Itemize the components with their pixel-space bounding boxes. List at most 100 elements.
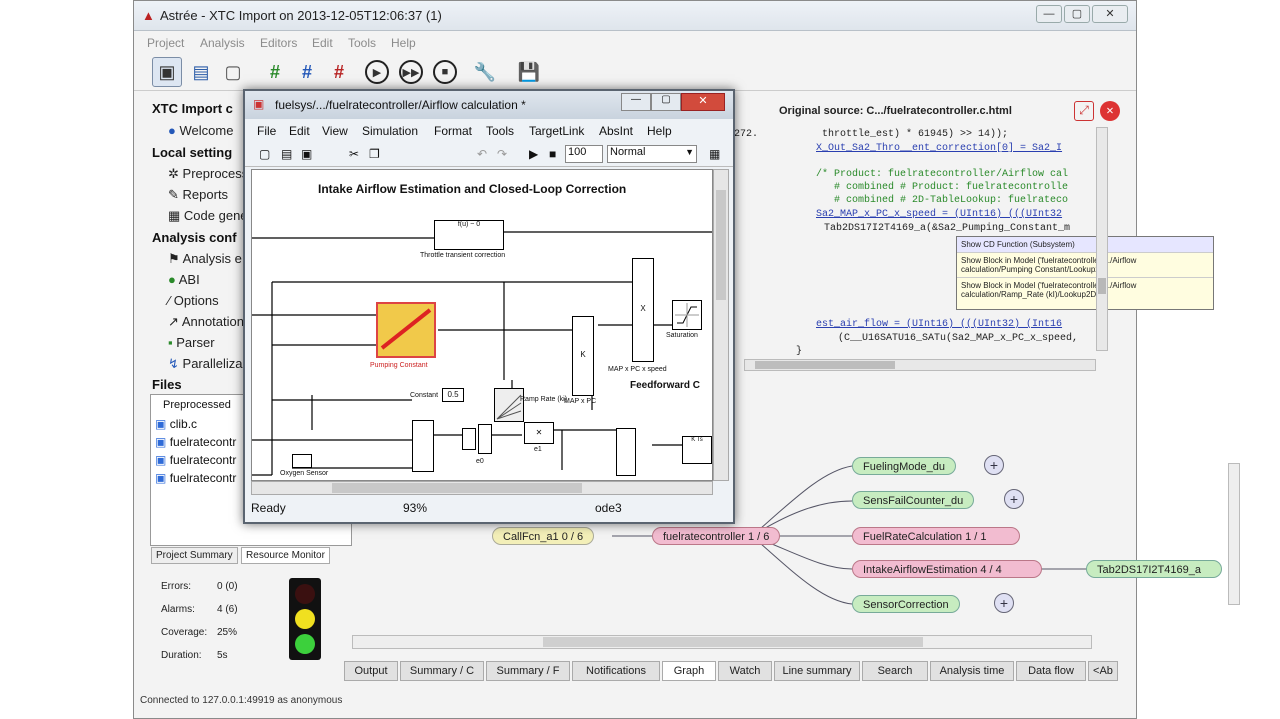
- pumping-constant-block[interactable]: [376, 302, 436, 358]
- file-item[interactable]: ▣ fuelratecontr: [155, 453, 236, 467]
- open-icon[interactable]: ▤: [281, 147, 293, 161]
- graph-node-callfcn[interactable]: CallFcn_a1 0 / 6: [492, 527, 595, 545]
- tab-analysis-time[interactable]: Analysis time: [930, 661, 1014, 681]
- sim-mode-select[interactable]: Normal▼: [607, 145, 697, 163]
- sim-close-button[interactable]: ✕: [681, 93, 725, 111]
- ramp-rate-block[interactable]: [494, 388, 524, 422]
- code-gen-item[interactable]: ▦ Code gene: [168, 208, 248, 224]
- file-item[interactable]: ▣ fuelratecontr: [155, 471, 236, 485]
- section-files[interactable]: Files: [152, 377, 182, 392]
- integrator-block[interactable]: [478, 424, 492, 454]
- section-analysis-config[interactable]: Analysis conf: [152, 230, 237, 245]
- graph-vscrollbar[interactable]: [1228, 463, 1240, 605]
- tab-graph[interactable]: Graph: [662, 661, 716, 681]
- sim-menu-targetlink[interactable]: TargetLink: [529, 124, 585, 138]
- annotations-item[interactable]: ↗ Annotation: [168, 314, 244, 330]
- gain-k-block[interactable]: K: [572, 316, 594, 396]
- multiply-block[interactable]: ✕: [524, 422, 554, 444]
- menu-editors[interactable]: Editors: [260, 36, 298, 50]
- section-xtc-import[interactable]: XTC Import c: [152, 101, 233, 116]
- tab-summary-c[interactable]: Summary / C: [400, 661, 484, 681]
- wrench-icon[interactable]: 🔧: [473, 61, 497, 82]
- tab-output[interactable]: Output: [344, 661, 398, 681]
- tab-watch[interactable]: Watch: [718, 661, 772, 681]
- sim-minimize-button[interactable]: —: [621, 93, 651, 111]
- graph-node-fuelratecontroller[interactable]: fuelratecontroller 1 / 6: [652, 527, 781, 545]
- popup-show-block-pumping[interactable]: Show Block in Model ('fuelratecontroller…: [957, 253, 1213, 278]
- popup-show-cd-function[interactable]: Show CD Function (Subsystem): [957, 237, 1213, 253]
- hash-red-icon[interactable]: #: [333, 61, 344, 82]
- stop-icon[interactable]: ■: [430, 57, 460, 87]
- sim-menu-tools[interactable]: Tools: [486, 124, 515, 138]
- sim-menu-absint[interactable]: AbsInt: [599, 124, 634, 138]
- popup-show-block-ramp[interactable]: Show Block in Model ('fuelratecontroller…: [961, 281, 1137, 299]
- library-icon[interactable]: ▦: [709, 147, 721, 161]
- parser-item[interactable]: ▪ Parser: [168, 335, 215, 350]
- sim-menu-format[interactable]: Format: [434, 124, 473, 138]
- fast-forward-icon[interactable]: ▶▶: [396, 57, 426, 87]
- graph-node-intake-airflow[interactable]: IntakeAirflowEstimation 4 / 4: [852, 560, 1042, 578]
- close-button[interactable]: ✕: [1092, 5, 1128, 23]
- run-icon[interactable]: ▶: [529, 147, 539, 161]
- redo-icon[interactable]: ↷: [497, 147, 508, 161]
- oxygen-sensor-block[interactable]: [292, 454, 312, 468]
- expand-node-icon[interactable]: +: [1004, 489, 1024, 509]
- options-item[interactable]: ⁄ Options: [168, 293, 219, 308]
- sim-menu-help[interactable]: Help: [647, 124, 672, 138]
- menu-analysis[interactable]: Analysis: [200, 36, 245, 50]
- graph-hscrollbar[interactable]: [352, 635, 1092, 649]
- tab-more[interactable]: <Ab: [1088, 661, 1118, 681]
- sim-menu-view[interactable]: View: [322, 124, 348, 138]
- tab-resource-monitor[interactable]: Resource Monitor: [241, 547, 330, 564]
- stop-sim-icon[interactable]: ■: [549, 147, 557, 161]
- copy-icon[interactable]: ❐: [369, 147, 380, 161]
- sim-maximize-button[interactable]: ▢: [651, 93, 681, 111]
- sim-menu-file[interactable]: File: [257, 124, 277, 138]
- sim-menu-simulation[interactable]: Simulation: [362, 124, 419, 138]
- tab-search[interactable]: Search: [862, 661, 928, 681]
- parallelization-item[interactable]: ↯ Paralleliza: [168, 356, 243, 372]
- product-block[interactable]: X: [632, 258, 654, 362]
- menu-help[interactable]: Help: [391, 36, 416, 50]
- save-icon[interactable]: 💾: [517, 61, 541, 82]
- expand-icon[interactable]: ⤢: [1074, 101, 1094, 121]
- hash-blue-icon[interactable]: #: [301, 61, 312, 82]
- code-hscrollbar[interactable]: [744, 359, 1096, 371]
- abi-item[interactable]: ● ABI: [168, 272, 200, 287]
- tab-project-summary[interactable]: Project Summary: [151, 547, 238, 564]
- switch-block[interactable]: [462, 428, 476, 450]
- minimize-button[interactable]: —: [1036, 5, 1062, 23]
- close-icon[interactable]: ✕: [1100, 101, 1120, 121]
- maximize-button[interactable]: ▢: [1064, 5, 1090, 23]
- play-icon[interactable]: ▶: [362, 57, 392, 87]
- sum-block[interactable]: [412, 420, 434, 472]
- output-block[interactable]: K Ts: [682, 436, 712, 464]
- saturation-block[interactable]: [672, 300, 702, 330]
- tab-line-summary[interactable]: Line summary: [774, 661, 860, 681]
- graph-node-sensor-correction[interactable]: SensorCorrection: [852, 595, 960, 613]
- multiport-switch-block[interactable]: [616, 428, 636, 476]
- menu-project[interactable]: Project: [147, 36, 185, 50]
- preprocess-item[interactable]: ✲ Preprocess: [168, 166, 248, 182]
- stop-time-input[interactable]: 100: [565, 145, 603, 163]
- analysis-entry-item[interactable]: ⚑ Analysis e: [168, 251, 242, 267]
- graph-node-fueling-mode[interactable]: FuelingMode_du: [852, 457, 956, 475]
- expand-node-icon[interactable]: +: [984, 455, 1004, 475]
- welcome-item[interactable]: ● Welcome: [168, 123, 233, 138]
- cut-icon[interactable]: ✂: [349, 147, 360, 161]
- graph-node-sens-fail-counter[interactable]: SensFailCounter_du: [852, 491, 975, 509]
- window-icon[interactable]: ▢: [224, 61, 242, 82]
- tab-data-flow[interactable]: Data flow: [1016, 661, 1086, 681]
- file-item[interactable]: ▣ clib.c: [155, 417, 197, 431]
- section-local-settings[interactable]: Local setting: [152, 145, 233, 160]
- undo-icon[interactable]: ↶: [477, 147, 488, 161]
- hash-green-icon[interactable]: #: [269, 61, 280, 82]
- new-icon[interactable]: ▢: [259, 147, 271, 161]
- sim-hscrollbar[interactable]: [251, 481, 713, 495]
- sim-vscrollbar[interactable]: [713, 169, 729, 481]
- menu-edit[interactable]: Edit: [312, 36, 333, 50]
- graph-node-tab2d[interactable]: Tab2DS17I2T4169_a: [1086, 560, 1222, 578]
- graph-node-fuelrate-calc[interactable]: FuelRateCalculation 1 / 1: [852, 527, 1020, 545]
- constant-block[interactable]: 0.5: [442, 388, 464, 402]
- menu-tools[interactable]: Tools: [348, 36, 377, 50]
